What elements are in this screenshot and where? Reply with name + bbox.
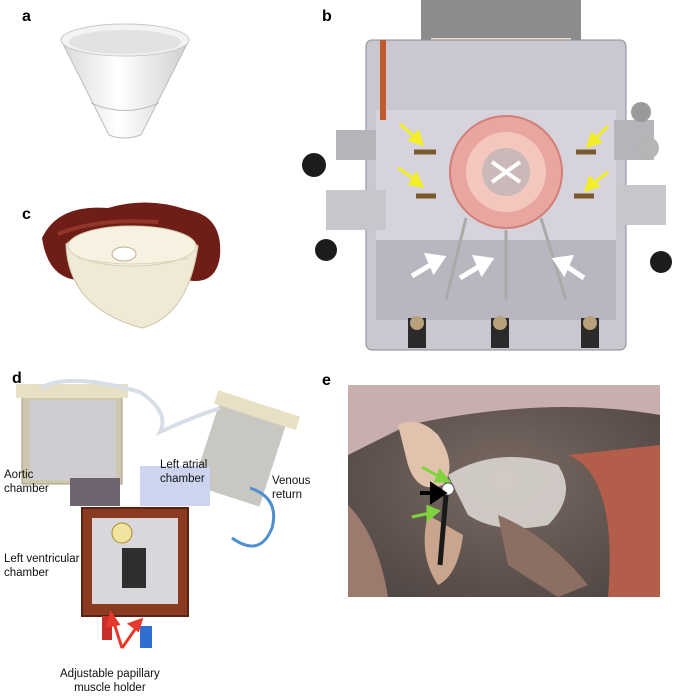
label-left-atrial-chamber: Left atrial chamber bbox=[160, 459, 208, 485]
panel-letter-b: b bbox=[322, 8, 332, 25]
panel-letter-d: d bbox=[12, 370, 22, 387]
black-arrow bbox=[420, 481, 448, 505]
red-arrows bbox=[105, 610, 144, 649]
panel-d-chambers-photo bbox=[16, 378, 301, 649]
yellow-arrows bbox=[397, 122, 610, 193]
panel-letter-a: a bbox=[22, 8, 31, 25]
panel-c-cone-with-tissue bbox=[42, 202, 221, 329]
label-papillary-muscle-holder: Adjustable papillary muscle holder bbox=[60, 668, 160, 694]
label-left-ventricular-chamber: Left ventricular chamber bbox=[4, 553, 80, 579]
label-venous-return: Venous return bbox=[272, 475, 311, 501]
green-arrows bbox=[411, 465, 452, 523]
panel-a-cone-render bbox=[60, 23, 190, 139]
label-aortic-chamber: Aortic chamber bbox=[4, 469, 49, 495]
panel-letter-e: e bbox=[322, 372, 331, 389]
panel-e-endoscopic-photo bbox=[348, 385, 660, 597]
white-arrows bbox=[410, 252, 586, 281]
panel-letter-c: c bbox=[22, 206, 31, 223]
panel-b-apparatus-photo bbox=[302, 0, 672, 351]
